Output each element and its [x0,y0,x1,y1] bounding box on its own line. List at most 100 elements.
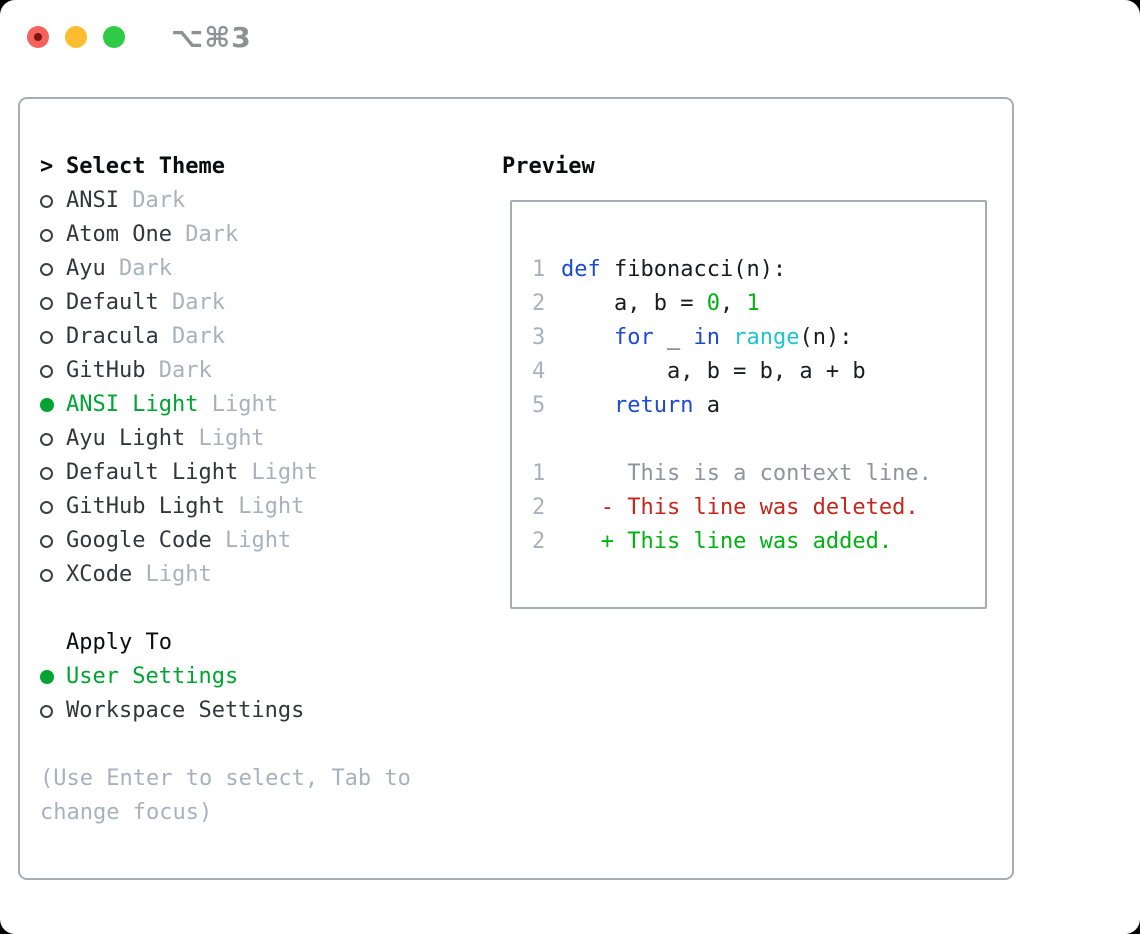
code-segment [561,389,614,423]
theme-name: ANSI [66,188,133,213]
code-segment: This is a context line. [561,461,932,486]
code-line-5: 5 return a [532,389,985,423]
help-line-1: (Use Enter to select, Tab to [40,766,411,791]
maximize-button[interactable] [103,26,125,48]
theme-name: ANSI Light [66,392,212,417]
line-number: 4 [532,359,546,384]
apply-to-title: Apply To [66,630,172,655]
radio-icon [40,228,66,242]
code-segment: for [613,325,654,350]
theme-option-google-code[interactable]: Google Code Light [40,524,411,558]
code-segment: (n): [799,325,853,350]
line-number: 1 [532,257,546,282]
code-segment: def [561,257,601,282]
code-segment: in [693,325,720,350]
radio-icon [40,432,66,446]
close-dot-icon [34,33,42,41]
spacer [40,728,411,762]
keyboard-shortcut-label: ⌥⌘3 [171,20,252,54]
radio-icon [40,500,66,514]
code-segment: a [693,393,720,418]
theme-option-default-light[interactable]: Default Light Light [40,456,411,490]
theme-option-atom-one[interactable]: Atom One Dark [40,218,411,252]
line-number [532,423,561,457]
radio-icon [40,466,66,480]
code-segment: a, b = b, a + b [561,359,866,384]
theme-variant-tag: Dark [158,358,212,383]
diff-line-7: 2 - This line was deleted. [532,491,985,525]
code-line-2: 2 a, b = 0, 1 [532,287,985,321]
theme-name: Ayu Light [66,426,199,451]
theme-option-github-light[interactable]: GitHub Light Light [40,490,411,524]
code-segment: 0 [706,291,720,316]
radio-icon [40,364,66,378]
theme-variant-tag: Dark [132,188,186,213]
theme-option-default[interactable]: Default Dark [40,286,411,320]
minimize-button[interactable] [65,26,87,48]
theme-variant-tag: Dark [171,290,225,315]
theme-option-ansi-light[interactable]: ANSI Light Light [40,388,411,422]
line-number: 3 [532,325,546,350]
blank-line [532,423,985,457]
theme-variant-tag: Light [238,494,305,519]
code-segment: - This line was deleted. [561,495,919,520]
theme-variant-tag: Dark [185,222,239,247]
close-button[interactable] [27,26,49,48]
code-segment: range [733,325,800,350]
radio-icon [40,262,66,276]
theme-name: Atom One [66,222,186,247]
line-number: 2 [532,291,546,316]
theme-option-ansi[interactable]: ANSI Dark [40,184,411,218]
theme-option-ayu-light[interactable]: Ayu Light Light [40,422,411,456]
apply-to-header: Apply To [40,626,411,660]
theme-name: Google Code [66,528,225,553]
select-theme-title: Select Theme [66,154,225,179]
code-segment [561,321,614,355]
radio-icon [40,568,66,582]
theme-variant-tag: Light [251,460,318,485]
radio-selected-icon [40,398,66,412]
theme-name: GitHub [66,358,159,383]
preview-title: Preview [502,154,595,179]
code-segment: a, b = [561,291,707,316]
theme-variant-tag: Light [145,562,212,587]
code-segment: _ [653,325,694,350]
title-bar: ⌥⌘3 [0,0,1140,74]
radio-icon [40,194,66,208]
line-number: 2 [532,529,546,554]
theme-name: Default Light [66,460,252,485]
code-segment: 1 [746,291,760,316]
theme-variant-tag: Light [198,426,265,451]
help-text: (Use Enter to select, Tab to change focu… [40,762,411,830]
code-segment: + This line was added. [561,529,893,554]
code-line-4: 4 a, b = b, a + b [532,355,985,389]
spacer [40,592,411,626]
theme-name: Default [66,290,172,315]
line-number: 5 [532,393,546,418]
theme-name: Ayu [66,256,119,281]
theme-name: XCode [66,562,146,587]
code-segment [720,321,733,355]
radio-icon [40,534,66,548]
theme-option-ayu[interactable]: Ayu Dark [40,252,411,286]
help-line-2: change focus) [40,800,213,825]
apply-option-label: Workspace Settings [66,698,305,723]
theme-variant-tag: Light [211,392,278,417]
theme-option-dracula[interactable]: Dracula Dark [40,320,411,354]
theme-variant-tag: Dark [118,256,172,281]
apply-option-workspace-settings[interactable]: Workspace Settings [40,694,411,728]
theme-option-github[interactable]: GitHub Dark [40,354,411,388]
diff-line-6: 1 This is a context line. [532,457,985,491]
theme-name: Dracula [66,324,172,349]
radio-icon [40,330,66,344]
radio-icon [40,296,66,310]
theme-option-xcode[interactable]: XCode Light [40,558,411,592]
apply-option-user-settings[interactable]: User Settings [40,660,411,694]
theme-name: GitHub Light [66,494,239,519]
